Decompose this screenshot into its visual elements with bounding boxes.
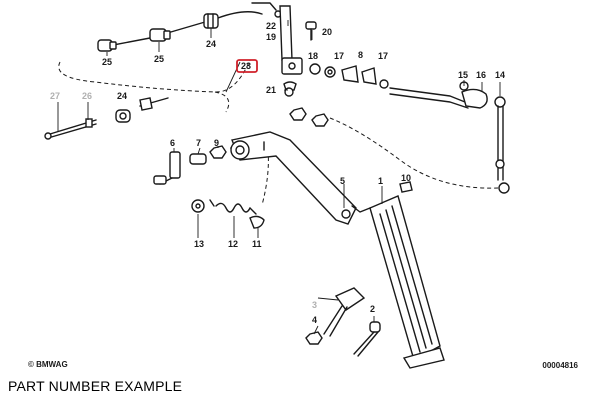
callout-4: 4 (312, 315, 317, 325)
callout-23: 23 (241, 61, 251, 71)
stop-3 (323, 287, 366, 337)
nuts-9-18 (289, 107, 329, 127)
parts-diagram: 25 25 24 22 19 20 23 18 17 8 17 21 15 16… (44, 2, 510, 369)
callout-11: 11 (252, 239, 262, 249)
pin-2 (353, 321, 381, 357)
callout-1: 1 (378, 176, 383, 186)
callout-10: 10 (401, 173, 411, 183)
callout-12: 12 (228, 239, 238, 249)
bolt-10 (399, 181, 413, 193)
page-caption: PART NUMBER EXAMPLE (8, 378, 183, 394)
spring-12 (209, 199, 257, 215)
callout-24-bottom: 24 (117, 91, 127, 101)
lever-arm (279, 5, 303, 91)
drawing-code: 00004816 (542, 361, 578, 370)
bolt-20 (305, 21, 317, 41)
nut-9 (209, 145, 227, 159)
callout-17-left: 17 (334, 51, 344, 61)
callout-25-left: 25 (102, 57, 112, 67)
pedal-lever-5 (230, 131, 357, 225)
callout-24-top: 24 (206, 39, 216, 49)
callout-3: 3 (312, 300, 317, 310)
throttle-cable (58, 2, 282, 113)
callout-18: 18 (308, 51, 318, 61)
callout-19: 19 (266, 32, 276, 42)
washer-13 (191, 199, 205, 213)
callout-numbers: 25 25 24 22 19 20 23 18 17 8 17 21 15 16… (50, 21, 505, 325)
callout-22: 22 (266, 21, 276, 31)
callout-13: 13 (194, 239, 204, 249)
callout-6: 6 (170, 138, 175, 148)
callout-8: 8 (358, 50, 363, 60)
pivot-bushings (309, 63, 389, 89)
clip-21 (284, 87, 294, 97)
clip-11 (249, 215, 265, 229)
callout-26: 26 (82, 91, 92, 101)
callout-16: 16 (476, 70, 486, 80)
callout-14: 14 (495, 70, 505, 80)
accelerator-pedal (351, 195, 445, 369)
callout-27: 27 (50, 91, 60, 101)
callout-9-left: 9 (214, 138, 219, 148)
callout-15: 15 (458, 70, 468, 80)
callout-7: 7 (196, 138, 201, 148)
callout-17-right: 17 (378, 51, 388, 61)
callout-20: 20 (322, 27, 332, 37)
linkage-dashes (229, 117, 499, 206)
bushing-24 (115, 97, 169, 123)
pin-7 (189, 153, 207, 165)
rod-27-26 (44, 102, 97, 140)
copyright-label: © BMWAG (28, 360, 68, 369)
highlight-box (236, 59, 258, 73)
callout-5: 5 (340, 176, 345, 186)
callout-2: 2 (370, 304, 375, 314)
callout-21: 21 (266, 85, 276, 95)
nut-4 (305, 331, 323, 345)
pin-6 (153, 151, 181, 185)
callout-25-middle: 25 (154, 54, 164, 64)
